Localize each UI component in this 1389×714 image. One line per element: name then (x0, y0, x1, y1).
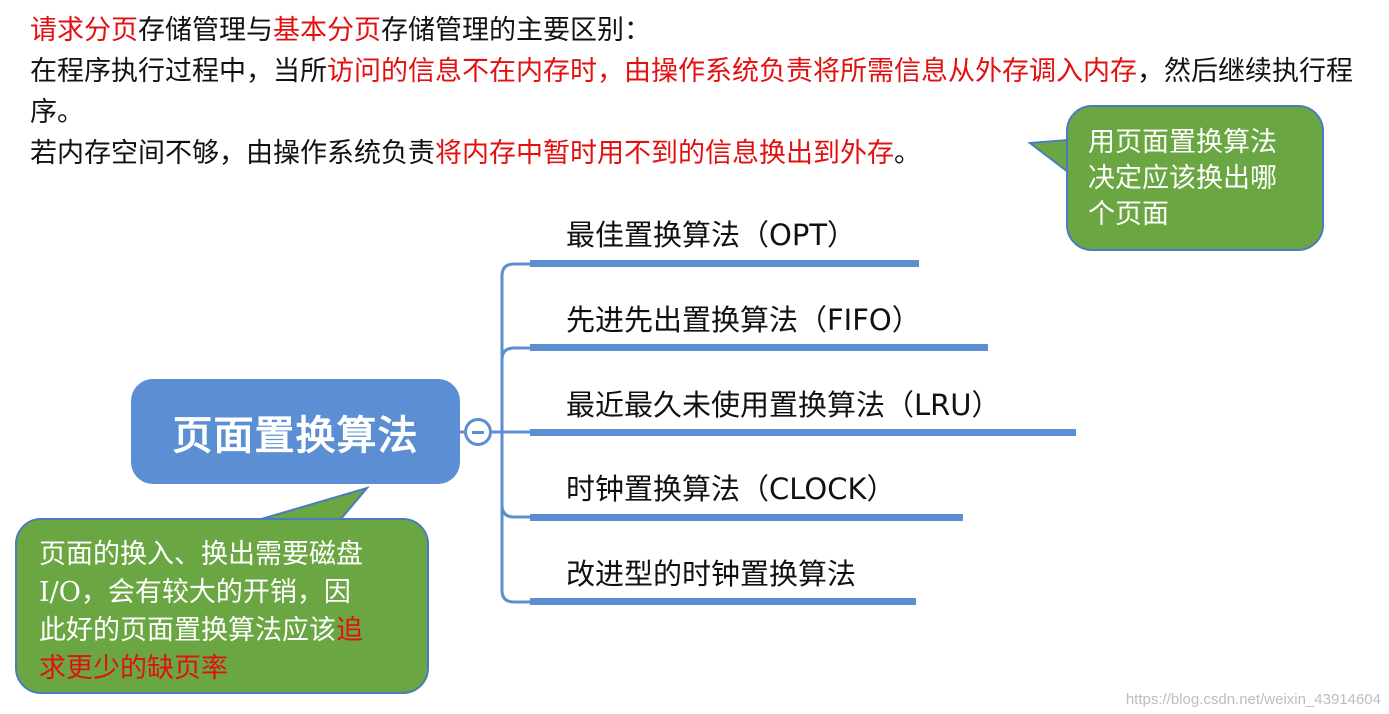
intro-highlight: 将内存中暂时用不到的信息换出到外存 (435, 138, 894, 169)
intro-text: 请求分页存储管理与基本分页存储管理的主要区别： 在程序执行过程中，当所访问的信息… (30, 10, 1360, 174)
intro-text-segment: 存储管理的主要区别： (381, 15, 651, 46)
branch-node-opt[interactable]: 最佳置换算法（OPT） (566, 218, 857, 252)
callout-top-line: 用页面置换算法 (1088, 127, 1277, 158)
root-node-label: 页面置换算法 (172, 412, 419, 459)
branch-underline-3 (530, 429, 1076, 436)
callout-top: 用页面置换算法 决定应该换出哪 个页面 (1066, 105, 1324, 251)
callout-top-pointer (1027, 138, 1069, 175)
callout-bottom-pointer (257, 486, 370, 521)
callout-top-line: 个页面 (1088, 199, 1169, 230)
intro-text-segment: 在程序执行过程中，当所 (30, 56, 327, 87)
branch-node-clock[interactable]: 时钟置换算法（CLOCK） (566, 472, 896, 506)
intro-text-segment: 若内存空间不够，由操作系统负责 (30, 138, 435, 169)
branch-connector-2 (500, 346, 530, 361)
collapse-toggle-button[interactable] (464, 418, 492, 446)
minus-icon (472, 430, 484, 434)
callout-bottom-text: 此好的页面置换算法应该 (39, 615, 336, 646)
intro-text-segment: 。 (894, 138, 921, 169)
intro-line-1: 请求分页存储管理与基本分页存储管理的主要区别： (30, 10, 1360, 51)
root-node[interactable]: 页面置换算法 (131, 379, 460, 484)
branch-connector-4 (500, 504, 530, 519)
intro-text-segment: 存储管理与 (138, 15, 273, 46)
callout-bottom-highlight: 求更少的缺页率 (39, 653, 228, 684)
branch-node-fifo[interactable]: 先进先出置换算法（FIFO） (566, 303, 921, 337)
callout-bottom-highlight: 追 (336, 615, 363, 646)
intro-line-3: 若内存空间不够，由操作系统负责将内存中暂时用不到的信息换出到外存。 (30, 133, 1360, 174)
branch-underline-5 (530, 598, 916, 605)
callout-bottom-line: I/O，会有较大的开销，因 (39, 577, 351, 608)
intro-highlight: 访问的信息不在内存时，由操作系统负责将所需信息从外存调入内存 (327, 56, 1137, 87)
intro-basic-paging: 基本分页 (273, 15, 381, 46)
watermark: https://blog.csdn.net/weixin_43914604 (1125, 691, 1381, 708)
branch-underline-4 (530, 514, 963, 521)
branch-underline-1 (530, 260, 919, 267)
intro-text-segment: ，然后继续执行程序。 (30, 56, 1353, 128)
branch-node-lru[interactable]: 最近最久未使用置换算法（LRU） (566, 388, 1001, 422)
callout-bottom-line: 页面的换入、换出需要磁盘 (39, 539, 363, 570)
branch-curve-top (500, 262, 530, 604)
callout-bottom: 页面的换入、换出需要磁盘 I/O，会有较大的开销，因 此好的页面置换算法应该追 … (15, 518, 429, 694)
branch-underline-2 (530, 344, 988, 351)
callout-top-line: 决定应该换出哪 (1088, 163, 1277, 194)
intro-demand-paging: 请求分页 (30, 15, 138, 46)
callout-bottom-line: 此好的页面置换算法应该追 (39, 612, 407, 650)
branch-node-improved-clock[interactable]: 改进型的时钟置换算法 (566, 557, 857, 591)
intro-line-2: 在程序执行过程中，当所访问的信息不在内存时，由操作系统负责将所需信息从外存调入内… (30, 51, 1360, 133)
